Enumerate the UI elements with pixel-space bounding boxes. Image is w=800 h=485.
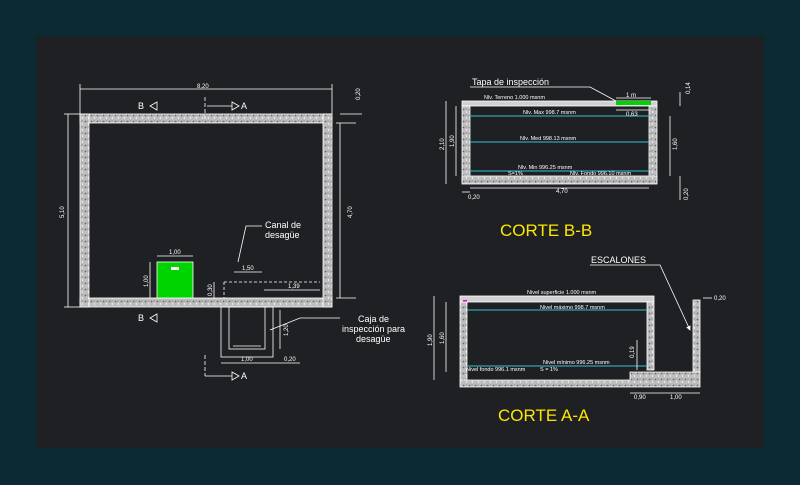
corte-aa-title: CORTE A-A: [498, 406, 590, 425]
section-b-bottom: B: [138, 313, 144, 323]
plan-wall-bottom: [79, 297, 333, 308]
bb-left-wall: [461, 105, 471, 183]
plan-green-box: [156, 261, 194, 299]
section-a-top: A: [241, 101, 247, 111]
plan-wall-right: [322, 113, 333, 308]
aa-right-chamber-wall: [692, 299, 701, 373]
aa-level-superficie: Nivel superficie 1.000 msnm: [527, 290, 597, 296]
plan-dim-wall-top: 0,20: [356, 88, 362, 100]
bb-level-min: Nlv. Min 996.25 msnm: [518, 165, 573, 171]
corte-bb-title: CORTE B-B: [500, 221, 592, 240]
aa-dim-wall-r: 0,20: [714, 296, 726, 302]
plan-dim-green-height: 1,00: [144, 275, 150, 287]
corte-bb-drawing: [445, 86, 681, 200]
plan-dim-inner-height: 4,70: [348, 206, 354, 218]
bb-slope: S=1%: [508, 171, 523, 177]
section-b-top: B: [138, 101, 144, 111]
aa-level-minimo: Nivel mínimo 996.25 msnm: [543, 360, 610, 366]
bb-level-max: Nlv. Max 998.7 msnm: [523, 110, 576, 116]
aa-dim-step-h: 0,19: [630, 346, 636, 358]
aa-dim-inner-h: 1,60: [440, 332, 446, 344]
aa-top-slab: [459, 295, 655, 303]
bb-right-wall: [648, 105, 658, 183]
plan-wall-top: [79, 113, 333, 124]
plan-wall-left: [79, 113, 90, 308]
caja-label-1: Caja de: [358, 314, 389, 324]
bb-dim-top-thk: 0,14: [686, 82, 692, 94]
bb-dim-inner-w: 4,70: [556, 189, 568, 195]
section-a-bottom: A: [241, 371, 247, 381]
plan-dim-box-depth: 1,20: [284, 324, 290, 336]
aa-slope: S = 1%: [540, 367, 558, 373]
aa-dim-step-w: 0,90: [634, 395, 646, 401]
bb-level-med: Nlv. Med 998.13 msnm: [520, 136, 577, 142]
plan-view: [64, 84, 362, 381]
bb-bottom-slab: [461, 175, 658, 185]
plan-dim-box-wall: 0,20: [284, 357, 296, 363]
plan-dim-total-height: 5,10: [60, 206, 66, 218]
plan-dim-canal-len2: 1,39: [288, 284, 300, 290]
bb-level-terreno: Nlv. Terreno 1.000 msnm: [484, 95, 545, 101]
plan-dim-box-offset: 0,30: [208, 284, 214, 296]
plan-dim-green-width: 1,00: [169, 250, 181, 256]
aa-level-fondo: Nivel fondo 996.1 msnm: [466, 367, 526, 373]
aa-bottom: [459, 371, 701, 388]
plan-dim-canal-len: 1,50: [242, 266, 254, 272]
plan-dim-box-width: 1,00: [241, 357, 253, 363]
aa-escalones: ESCALONES: [591, 255, 646, 265]
caja-label-2: inspección para: [342, 324, 405, 334]
bb-level-fondo: Nlv. Fondo 996.10 msnm: [570, 171, 631, 177]
caja-label-3: desagüe: [356, 334, 391, 344]
canal-label-2: desagüe: [265, 230, 300, 240]
bb-dim-inner-h: 1,90: [450, 135, 456, 147]
aa-level-maximo: Nivel máximo 998.7 msnm: [540, 305, 605, 311]
corte-aa-drawing: [433, 264, 712, 394]
bb-dim-depth-r: 1,60: [673, 138, 679, 150]
bb-top-slab: [461, 100, 658, 107]
aa-dim-total-h: 1,90: [428, 334, 434, 346]
bb-dim-tapa-w: 1 m: [626, 93, 636, 99]
bb-dim-bottom: 0,20: [468, 195, 480, 201]
bb-dim-free-h: 0,63: [626, 112, 638, 118]
plan-dim-total-width: 8,20: [197, 84, 209, 90]
canal-label-1: Canal de: [265, 220, 301, 230]
bb-dim-bottom-r: 0,20: [684, 188, 690, 200]
bb-tapa-label: Tapa de inspección: [472, 77, 549, 87]
aa-right-wall: [646, 301, 655, 371]
bb-dim-total-h: 2,10: [440, 138, 446, 150]
aa-dim-right-w: 1,00: [670, 395, 682, 401]
